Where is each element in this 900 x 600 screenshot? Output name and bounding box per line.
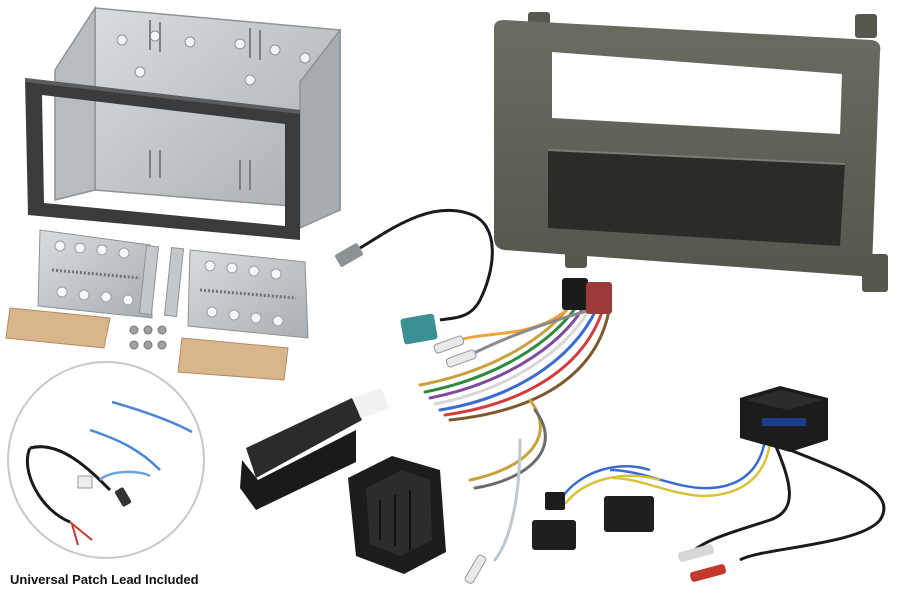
- screws: [129, 325, 167, 350]
- double-din-surround: [25, 78, 300, 240]
- patch-lead-caption: Universal Patch Lead Included: [10, 572, 199, 587]
- single-din-fascia: [494, 12, 888, 292]
- antenna-adapter: [334, 208, 494, 345]
- spade-connectors: [433, 335, 487, 584]
- rca-plugs: [677, 544, 727, 582]
- mounting-brackets: [5, 229, 309, 381]
- steering-interface-box: [240, 388, 389, 510]
- aux-interface: [609, 386, 886, 582]
- double-din-cage: [25, 5, 341, 240]
- quadlock-connector: [348, 456, 446, 574]
- iso-adapter-plugs: [532, 465, 661, 550]
- harness-wires: [418, 288, 612, 562]
- patch-lead-inset: [7, 361, 205, 559]
- iso-connectors: [562, 278, 612, 314]
